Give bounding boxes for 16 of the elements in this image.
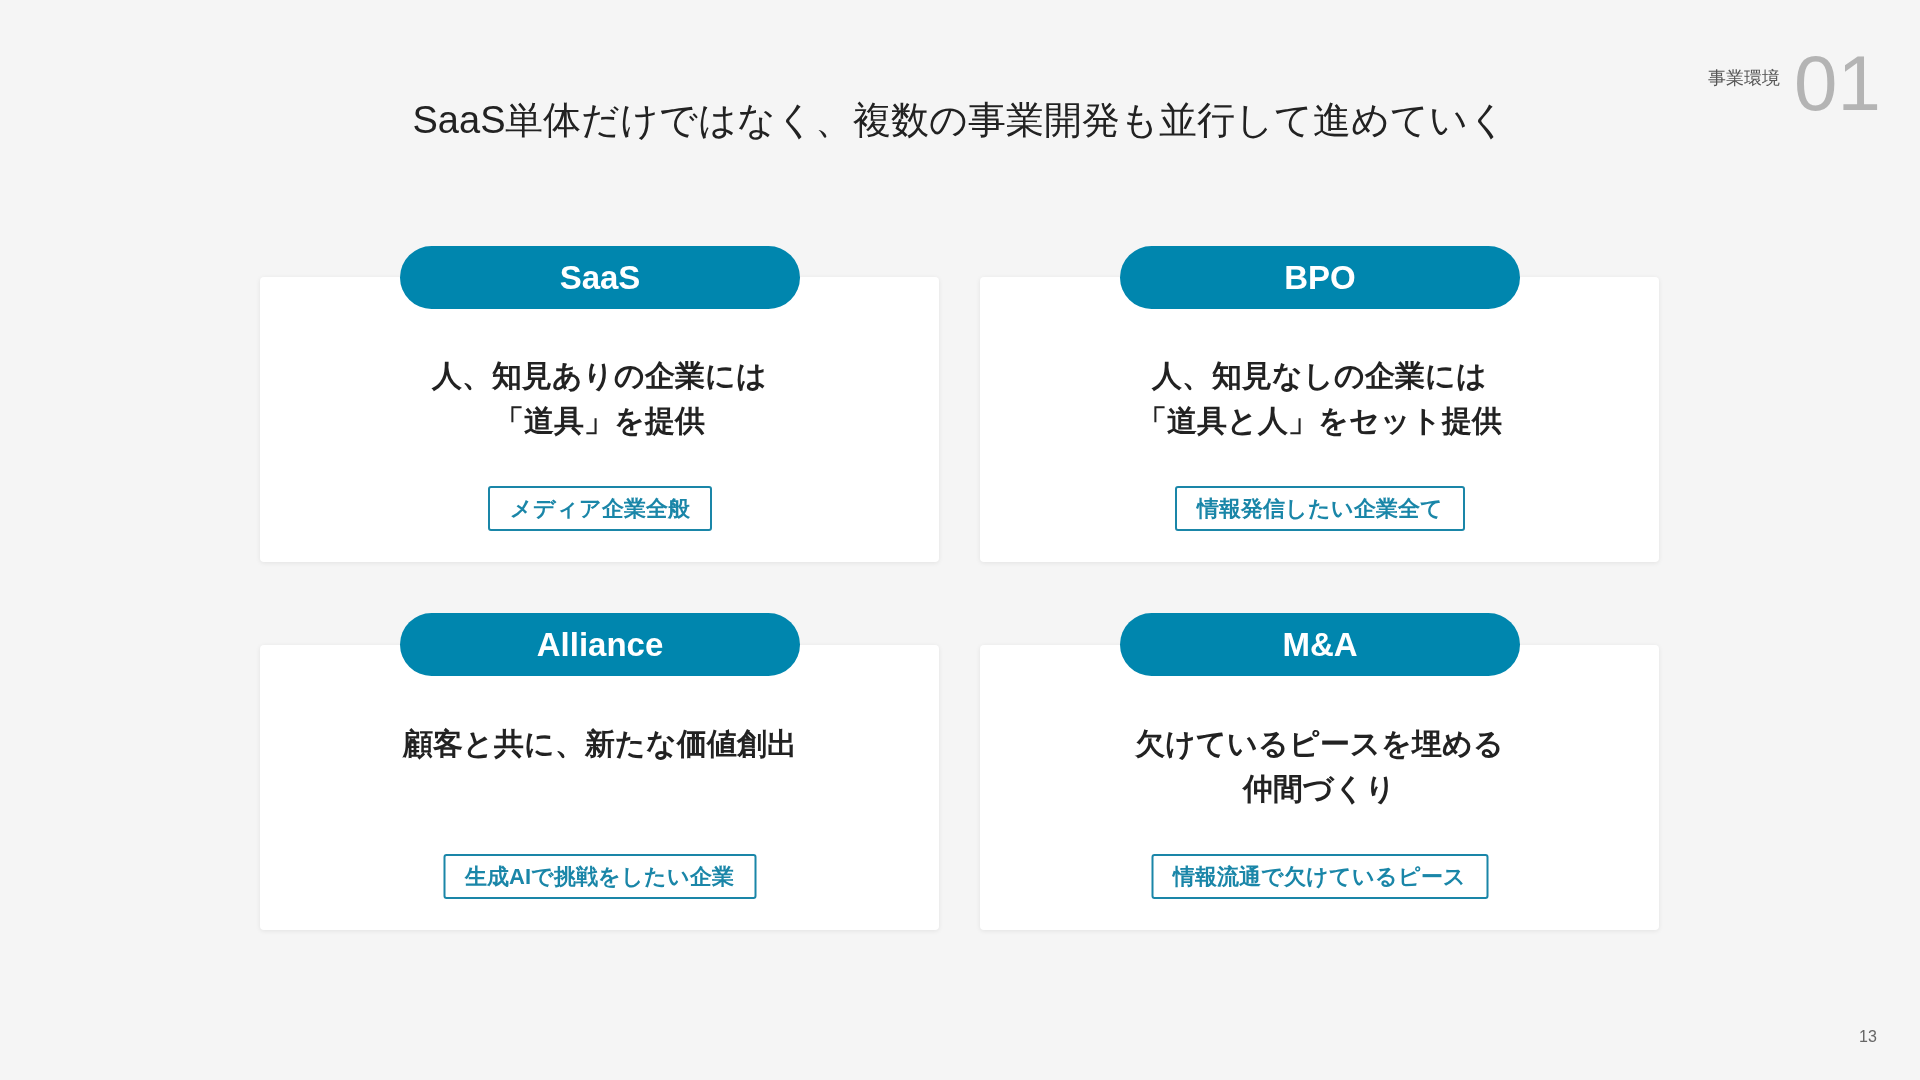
category-heading: Alliance (400, 613, 800, 676)
target-tag: 情報発信したい企業全て (1174, 486, 1465, 531)
card-description: 人、知見ありの企業には「道具」を提供 (430, 358, 768, 439)
category-heading: SaaS (400, 246, 800, 309)
target-tag: メディア企業全般 (487, 486, 712, 531)
target-tag: 生成AIで挑戦をしたい企業 (443, 854, 756, 899)
category-heading: M&A (1120, 613, 1520, 676)
target-tag: 情報流通で欠けているピース (1151, 854, 1488, 899)
card-description: 人、知見なしの企業には「道具と人」をセット提供 (1136, 358, 1503, 439)
card-description: 欠けているピースを埋める仲間づくり (1134, 726, 1505, 807)
section-number: 01 (1794, 44, 1881, 122)
page-number: 13 (1859, 1029, 1877, 1045)
category-heading: BPO (1120, 246, 1520, 309)
slide-title: SaaS単体だけではなく、複数の事業開発も並行して進めていく (412, 98, 1508, 143)
card-description: 顧客と共に、新たな価値創出 (402, 726, 797, 762)
section-label: 事業環境 (1708, 69, 1780, 87)
